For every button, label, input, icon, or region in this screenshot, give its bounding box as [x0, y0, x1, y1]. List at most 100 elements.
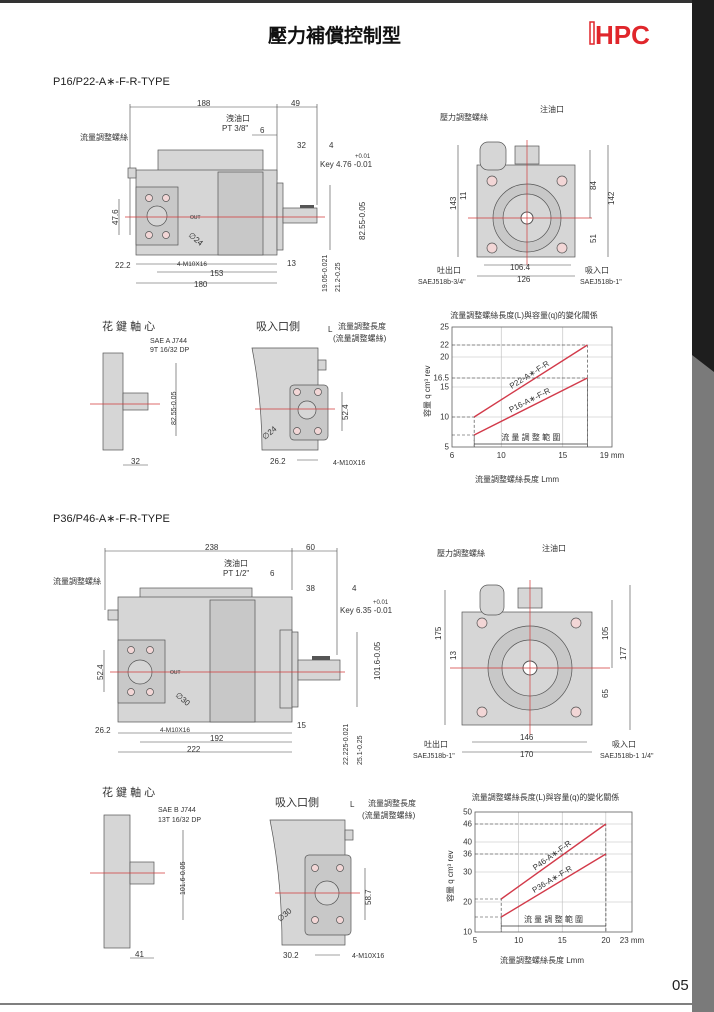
x-tick-label: 10: [514, 936, 523, 945]
bolt-spec: 4-M10X16: [160, 727, 190, 734]
dim-label: 106.4: [510, 263, 531, 272]
hhpc-logo: HPC: [589, 20, 650, 50]
page-number: 05: [672, 977, 689, 994]
dim-label: 180: [194, 280, 208, 289]
x-tick-label: 19 mm: [600, 451, 625, 460]
y-tick-label: 20: [440, 353, 449, 362]
y-tick-label: 22: [440, 341, 449, 350]
y-tick-label: 10: [463, 928, 472, 937]
guide-line: [475, 916, 502, 932]
drain-port-label: 洩油口: [226, 113, 250, 123]
x-tick-label: 5: [473, 936, 478, 945]
dim-label: 177: [619, 646, 628, 660]
spline-standard: SAE B J744: [158, 807, 196, 814]
key-tolerance: +0.01: [373, 600, 389, 606]
oil-fill-port-label: 注油口: [540, 104, 564, 114]
spline-shaft-title: 花 鍵 軸 心: [102, 785, 155, 799]
suction-port-spec: SAEJ518b-1 1/4": [600, 753, 654, 760]
discharge-port-label: 吐出口: [437, 265, 461, 275]
pressure-adjust-screw-label: 壓力調整螺絲: [437, 548, 485, 558]
side-view-drawing: [103, 548, 358, 753]
key-spec: Key 4.76 -0.01: [320, 160, 373, 169]
dim-label: 170: [520, 750, 534, 759]
out-marker: OUT: [190, 215, 201, 221]
dim-label: 4: [329, 141, 334, 150]
side-tab-dark: [692, 0, 714, 372]
drain-port-spec: PT 1/2": [223, 569, 249, 578]
dim-label: 82.55-0.05: [358, 201, 367, 240]
dim-label: 192: [210, 734, 224, 743]
y-tick-label: 15: [440, 383, 449, 392]
y-axis-label: 容量 q cm³ rev: [445, 850, 455, 902]
dim-label: 22.2: [115, 261, 131, 270]
x-tick-label: 15: [558, 451, 567, 460]
spline-spec: 9T 16/32 DP: [150, 347, 190, 354]
dim-label: 22.225-0.021: [343, 724, 350, 765]
y-tick-label: 46: [463, 820, 472, 829]
dim-label: 6: [260, 126, 265, 135]
guide-line: [452, 434, 475, 447]
dim-label: 126: [517, 275, 531, 284]
dim-label: 49: [291, 99, 300, 108]
x-axis-label: 流量調整螺絲長度 Lmm: [500, 955, 584, 965]
key-tolerance: +0.01: [355, 154, 371, 160]
dim-label: 25.1-0.25: [357, 735, 364, 765]
series-line: [473, 377, 588, 436]
front-view-drawing: [444, 580, 631, 753]
section-title: P36/P46-A∗-F-R-TYPE: [53, 513, 170, 525]
dim-label: 6: [270, 569, 275, 578]
oil-fill-port-label: 注油口: [542, 543, 566, 553]
drain-port-spec: PT 3/8": [222, 124, 248, 133]
dim-label: 101.6-0.05: [373, 641, 382, 680]
flow-adjust-screw-note: (流量調整螺絲): [333, 333, 387, 343]
dim-label: 21.2-0.25: [335, 262, 342, 292]
plot-frame: [474, 811, 633, 933]
dim-label: 41: [135, 950, 144, 959]
spline-spec: 13T 16/32 DP: [158, 817, 201, 824]
guide-line: [475, 898, 502, 932]
dim-label: 32: [131, 457, 140, 466]
spline-standard: SAE A J744: [150, 338, 187, 345]
dim-label: 105: [601, 626, 610, 640]
dim-label: 82.55-0.05: [171, 391, 178, 425]
dim-label: 15: [297, 721, 306, 730]
side-view-drawing: [118, 104, 331, 284]
dim-label: 143: [449, 196, 458, 210]
x-tick-label: 20: [601, 936, 610, 945]
svg-text:HPC: HPC: [595, 20, 650, 50]
spline-shaft-title: 花 鍵 軸 心: [102, 319, 155, 333]
bolt-spec: 4-M10X16: [177, 261, 207, 268]
dim-label: 142: [607, 191, 616, 205]
y-tick-label: 36: [463, 850, 472, 859]
dim-label: 26.2: [95, 726, 111, 735]
dim-label: 13: [449, 651, 458, 660]
dim-label: 146: [520, 733, 534, 742]
y-axis-label: 容量 q cm³ rev: [422, 365, 432, 417]
x-tick-label: 10: [497, 451, 506, 460]
y-tick-label: 5: [445, 443, 450, 452]
suction-side-title: 吸入口側: [256, 320, 300, 333]
y-tick-label: 20: [463, 898, 472, 907]
spline-view-drawing: [90, 352, 177, 466]
dim-label: 52.4: [341, 404, 350, 420]
drain-port-label: 洩油口: [224, 558, 248, 568]
section-title: P16/P22-A∗-F-R-TYPE: [53, 76, 170, 88]
dim-label: 52.4: [96, 664, 105, 680]
dim-label: 38: [306, 584, 315, 593]
dim-label: 58.7: [364, 889, 373, 905]
dim-label: 11: [459, 191, 468, 200]
series-label: P22-A∗-F-R: [508, 359, 551, 391]
bolt-spec: 4-M10X16: [333, 460, 365, 467]
key-spec: Key 6.35 -0.01: [340, 606, 393, 615]
flow-adjust-screw-note: (流量調整螺絲): [362, 810, 416, 820]
dim-label: 101.6-0.05: [180, 861, 187, 895]
y-tick-label: 30: [463, 868, 472, 877]
dim-label: 51: [589, 234, 598, 243]
suction-side-drawing: [269, 819, 366, 956]
dim-label: 175: [434, 626, 443, 640]
spline-view-drawing: [90, 814, 184, 959]
dim-label: 19.05-0.021: [322, 255, 329, 292]
